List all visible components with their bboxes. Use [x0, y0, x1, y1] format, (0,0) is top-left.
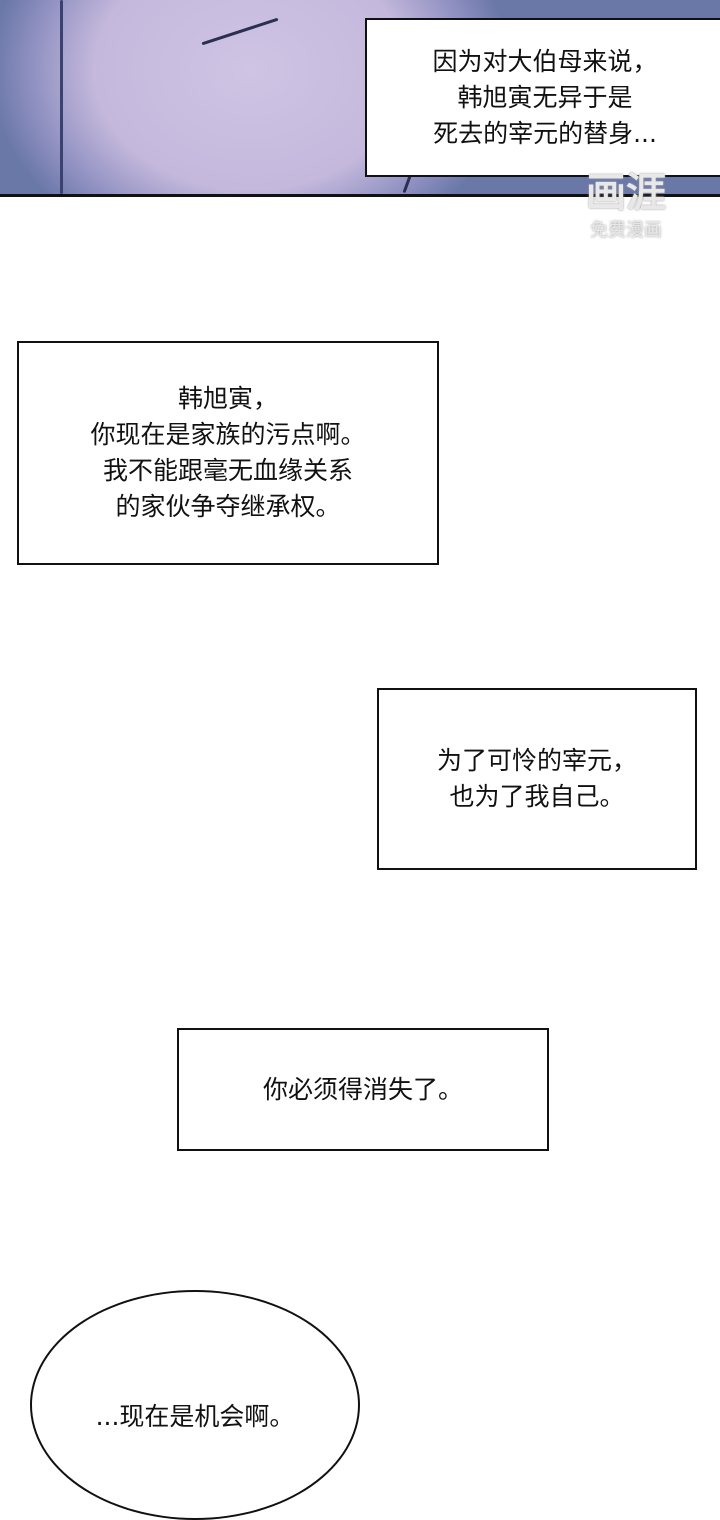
caption-line: 死去的宰元的替身... — [433, 118, 657, 148]
caption-box-3: 为了可怜的宰元， 也为了我自己。 — [377, 688, 697, 870]
caption-line: 韩旭寅无异于是 — [457, 82, 633, 112]
caption-box-4: 你必须得消失了。 — [177, 1028, 549, 1151]
hair-stroke — [60, 0, 63, 194]
hair-stroke — [201, 17, 279, 46]
caption-line: 的家伙争夺继承权。 — [115, 492, 341, 521]
caption-box-2: 韩旭寅， 你现在是家族的污点啊。 我不能跟毫无血缘关系 的家伙争夺继承权。 — [17, 341, 439, 565]
caption-line: 我不能跟毫无血缘关系 — [102, 456, 353, 485]
caption-line: 为了可怜的宰元， — [436, 746, 637, 775]
caption-box-1: 因为对大伯母来说， 韩旭寅无异于是 死去的宰元的替身... — [365, 18, 720, 177]
caption-line: 你现在是家族的污点啊。 — [90, 420, 366, 449]
caption-line: 也为了我自己。 — [449, 782, 625, 811]
watermark-logo: 画涯 — [586, 170, 666, 216]
watermark-sub: 免费漫画 — [590, 220, 662, 241]
caption-line: 因为对大伯母来说， — [432, 46, 658, 76]
caption-line: 你必须得消失了。 — [262, 1074, 463, 1104]
caption-line: 韩旭寅， — [177, 384, 278, 413]
speech-bubble-text: ...现在是机会啊。 — [95, 1402, 295, 1431]
watermark: 画涯 免费漫画 — [566, 170, 686, 242]
